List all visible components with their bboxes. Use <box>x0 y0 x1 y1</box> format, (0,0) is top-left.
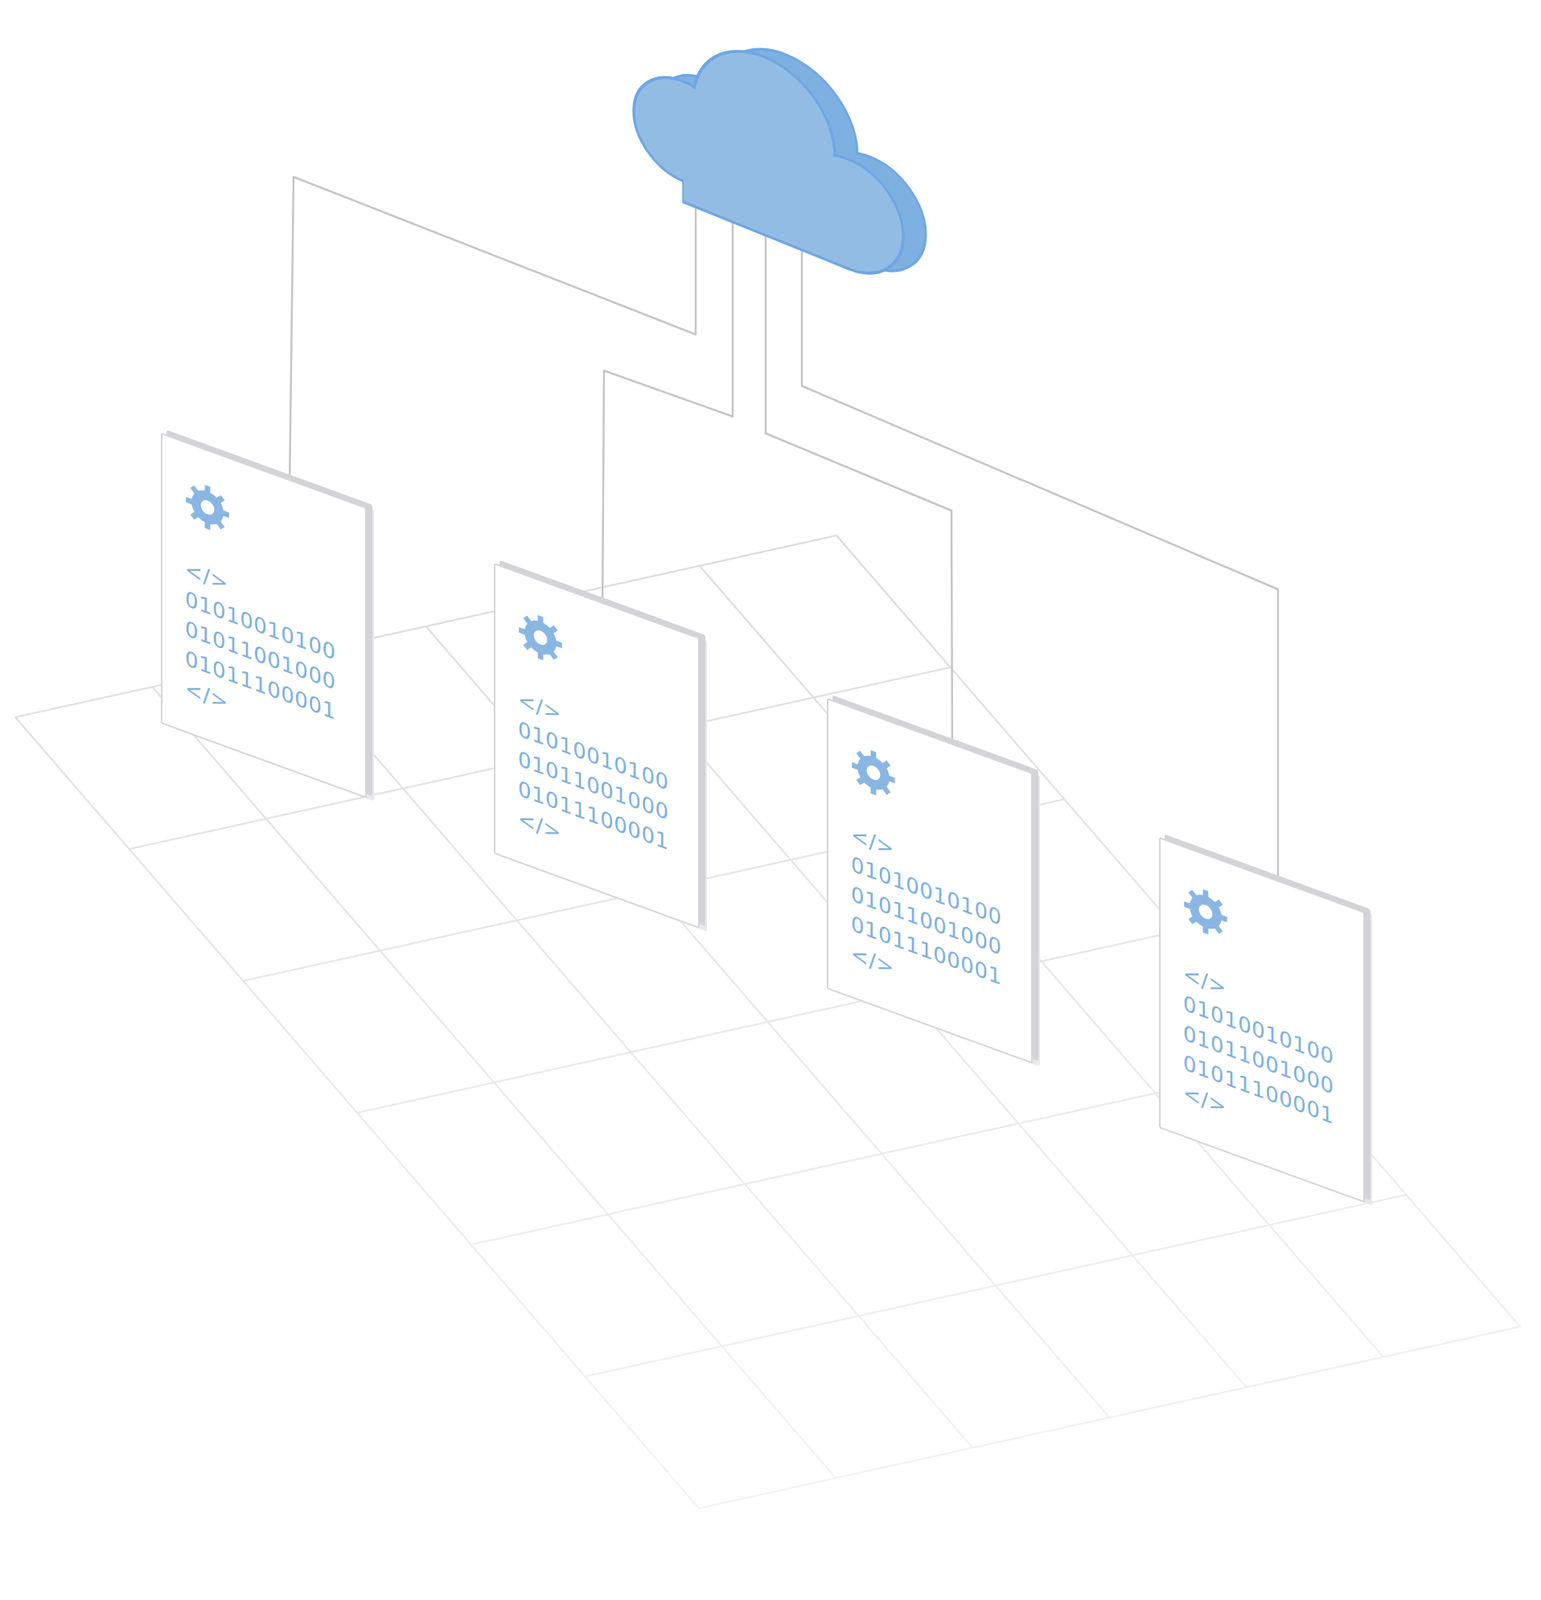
cloud-wires <box>289 176 1279 893</box>
gear-icon <box>849 739 898 806</box>
grid-line <box>836 535 1521 1328</box>
cloud-icon <box>633 0 926 300</box>
grid-line <box>288 657 973 1449</box>
wire <box>765 229 953 757</box>
grid-line <box>357 931 1179 1114</box>
code-document-card: </>010100101000101100100001011100001</> <box>826 698 1033 1065</box>
wire <box>602 213 733 616</box>
gear-icon <box>183 474 232 541</box>
code-document-card: </>010100101000101100100001011100001</> <box>1158 837 1365 1204</box>
grid-line <box>698 1327 1521 1509</box>
grid-line <box>584 1195 1406 1377</box>
code-document-card: </>010100101000101100100001011100001</> <box>160 432 367 799</box>
floor-grid <box>15 535 1521 1509</box>
gear-icon <box>516 604 565 671</box>
code-document-card: </>010100101000101100100001011100001</> <box>493 562 700 929</box>
gear-icon <box>1181 879 1230 946</box>
wire <box>289 176 696 493</box>
